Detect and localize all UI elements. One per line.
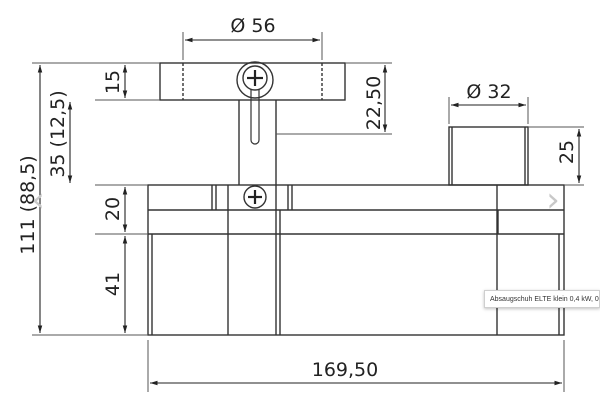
next-image-chevron-icon[interactable]: › — [546, 180, 560, 220]
screw-crosses — [247, 70, 263, 204]
nozzle-tube — [448, 126, 529, 186]
housing-body — [147, 184, 565, 336]
dimension-diameter-56: Ø 56 — [230, 15, 275, 37]
mid-screw — [243, 185, 267, 209]
top-screw — [242, 65, 268, 91]
dimension-169-50: 169,50 — [312, 359, 378, 381]
dimension-lines — [37, 37, 582, 386]
product-tooltip: Absaugschuh ELTE klein 0,4 kW, 0 — [484, 290, 600, 308]
dimension-20: 20 — [102, 197, 124, 221]
dimension-35-12-5: 35 (12,5) — [47, 90, 69, 177]
top-clamp-bar — [159, 62, 346, 101]
dimension-22-50: 22,50 — [363, 76, 385, 130]
top-screw-outer — [236, 61, 274, 99]
dimension-diameter-32: Ø 32 — [466, 81, 511, 103]
previous-image-chevron-icon[interactable]: ‹ — [31, 180, 45, 220]
dimension-111-88-5: 111 (88,5) — [17, 155, 39, 254]
drawing-body — [147, 61, 565, 336]
dimension-15: 15 — [102, 70, 124, 94]
dimension-25: 25 — [556, 140, 578, 164]
extension-lines — [32, 32, 584, 392]
dimension-41: 41 — [102, 272, 124, 296]
